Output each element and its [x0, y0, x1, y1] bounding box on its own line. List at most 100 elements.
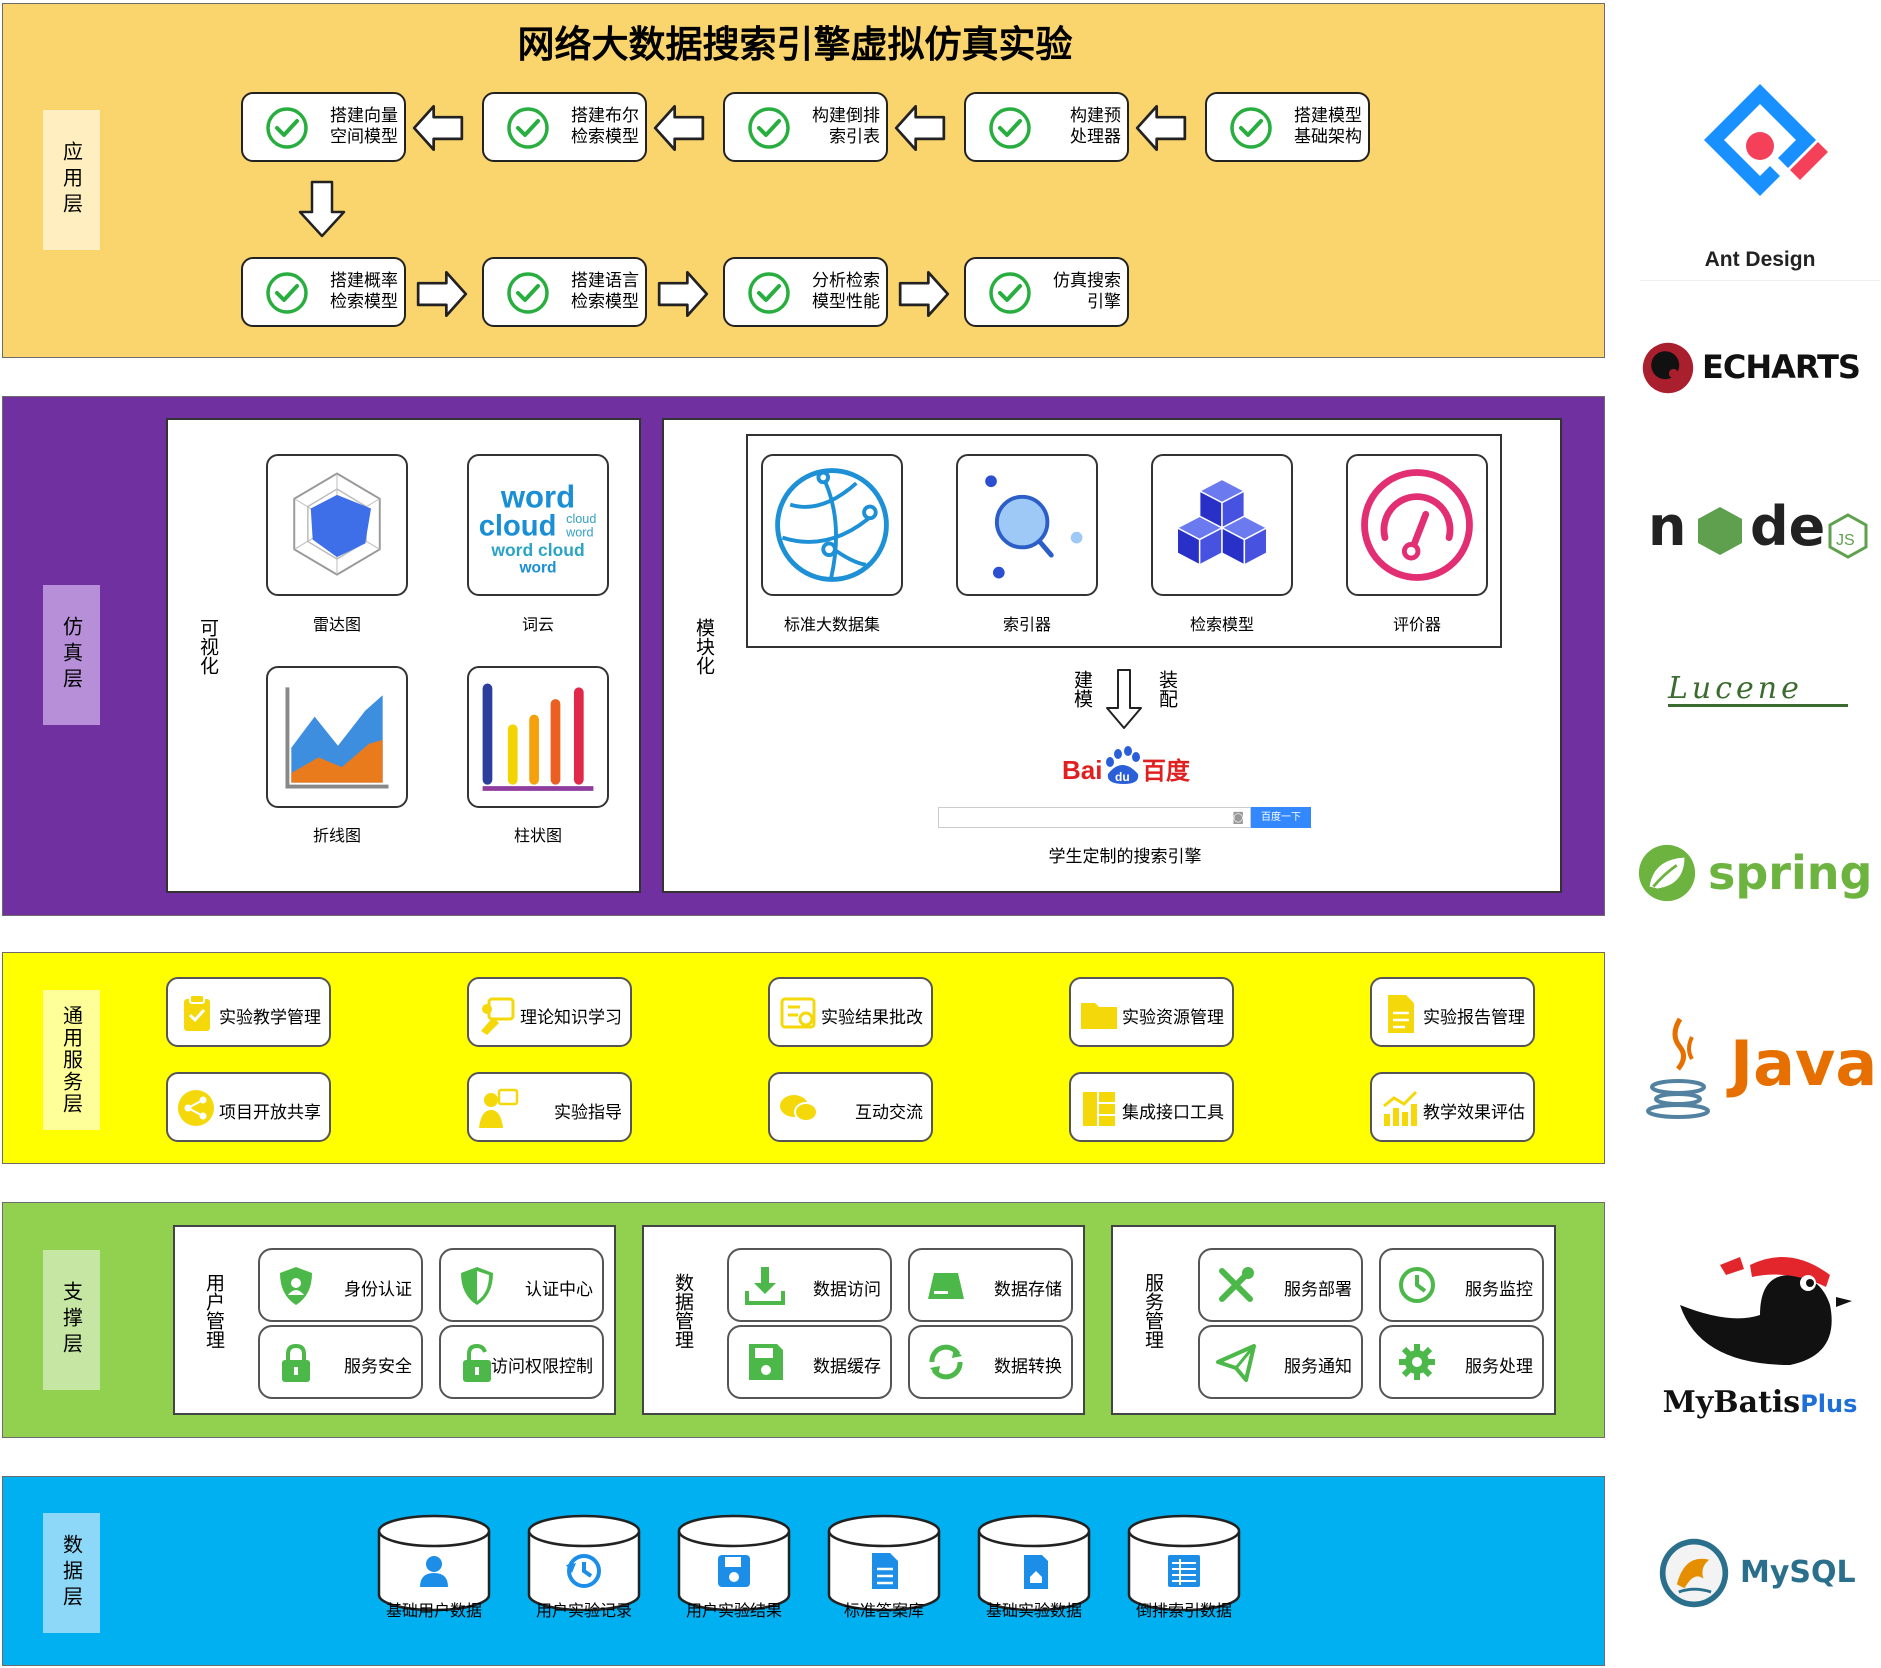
search-button[interactable]: 百度一下	[1251, 807, 1311, 828]
support-item-0[interactable]: 身份认证	[258, 1248, 423, 1322]
svg-text:word: word	[565, 526, 593, 540]
left-arrow-icon	[894, 104, 946, 152]
camera-icon[interactable]: ◙	[1232, 810, 1244, 824]
service-8[interactable]: 集成接口工具	[1069, 1072, 1234, 1142]
service-1[interactable]: 理论知识学习	[467, 977, 632, 1047]
support-item-2[interactable]: 服务安全	[258, 1325, 423, 1399]
support-item-10[interactable]: 服务通知	[1198, 1325, 1363, 1399]
support-item-5[interactable]: 数据存储	[908, 1248, 1073, 1322]
check-circle-icon	[507, 107, 549, 149]
home-doc-icon	[1024, 1555, 1048, 1589]
step-label: 分析检索 模型性能	[812, 271, 880, 312]
support-item-4[interactable]: 数据访问	[727, 1248, 892, 1322]
support-item-6[interactable]: 数据缓存	[727, 1325, 892, 1399]
nodejs-logo: n de JS	[1648, 485, 1878, 565]
database-3[interactable]: 标准答案库	[826, 1513, 942, 1623]
check-circle-icon	[748, 272, 790, 314]
service-9[interactable]: 教学效果评估	[1370, 1072, 1535, 1142]
support-item-3[interactable]: 访问权限控制	[439, 1325, 604, 1399]
lock-icon	[282, 1343, 310, 1382]
svg-text:du: du	[1115, 770, 1130, 784]
service-5[interactable]: 项目开放共享	[166, 1072, 331, 1142]
search-input[interactable]: ◙	[938, 807, 1251, 828]
word-cloud-tile[interactable]: word cloud cloud word word cloud word	[467, 454, 609, 596]
support-item-7[interactable]: 数据转换	[908, 1325, 1073, 1399]
step-label: 搭建模型 基础架构	[1294, 106, 1362, 147]
magnifier-icon	[985, 475, 1083, 579]
database-0[interactable]: 基础用户数据	[376, 1513, 492, 1623]
step-r1-4[interactable]: 搭建模型 基础架构	[1205, 92, 1370, 162]
support-item-8[interactable]: 服务部署	[1198, 1248, 1363, 1322]
step-r1-2[interactable]: 构建倒排 索引表	[723, 92, 888, 162]
sync-icon	[929, 1344, 963, 1380]
indexer-tile[interactable]	[956, 454, 1098, 596]
service-3[interactable]: 实验资源管理	[1069, 977, 1234, 1047]
service-4[interactable]: 实验报告管理	[1370, 977, 1535, 1047]
svg-text:word: word	[500, 480, 575, 515]
database-4[interactable]: 基础实验数据	[976, 1513, 1092, 1623]
step-label: 搭建语言 检索模型	[571, 271, 639, 312]
retrieval-model-label: 检索模型	[1189, 615, 1254, 634]
service-2[interactable]: 实验结果批改	[768, 977, 933, 1047]
svg-text:word: word	[518, 560, 556, 577]
service-0[interactable]: 实验教学管理	[166, 977, 331, 1047]
radar-chart-tile[interactable]	[266, 454, 408, 596]
retrieval-model-tile[interactable]	[1151, 454, 1293, 596]
step-r2-1[interactable]: 搭建语言 检索模型	[482, 257, 647, 327]
database-label: 倒排索引数据	[1135, 1601, 1232, 1620]
bar-chart-tile[interactable]	[467, 666, 609, 808]
step-label: 构建倒排 索引表	[812, 106, 880, 147]
service-7[interactable]: 互动交流	[768, 1072, 933, 1142]
svg-text:word cloud: word cloud	[490, 540, 584, 560]
chat-icon	[780, 1095, 818, 1122]
baidu-logo: Bai du 百度	[1062, 744, 1192, 788]
support-item-label: 认证中心	[525, 1280, 593, 1300]
step-r1-0[interactable]: 搭建向量 空间模型	[241, 92, 406, 162]
chart-growth-icon	[1383, 1090, 1418, 1126]
antd-icon	[1704, 84, 1828, 196]
check-circle-icon	[266, 107, 308, 149]
left-arrow-icon	[412, 104, 464, 152]
dataset-tile[interactable]	[761, 454, 903, 596]
step-label: 搭建向量 空间模型	[330, 106, 398, 147]
gauge-icon	[1361, 469, 1473, 581]
build-label: 建模	[1071, 670, 1093, 708]
step-r2-0[interactable]: 搭建概率 检索模型	[241, 257, 406, 327]
guide-icon	[479, 1088, 519, 1128]
support-item-1[interactable]: 认证中心	[439, 1248, 604, 1322]
step-label: 搭建概率 检索模型	[330, 271, 398, 312]
echarts-logo: ECHARTS	[1640, 338, 1880, 398]
step-r1-3[interactable]: 构建预 处理器	[964, 92, 1129, 162]
support-item-11[interactable]: 服务处理	[1379, 1325, 1544, 1399]
storage-icon	[928, 1273, 964, 1299]
evaluator-tile[interactable]	[1346, 454, 1488, 596]
shield-check-icon	[461, 1267, 493, 1305]
service-label: 项目开放共享	[219, 1103, 321, 1123]
echarts-label: ECHARTS	[1702, 348, 1861, 386]
database-1[interactable]: 用户实验记录	[526, 1513, 642, 1623]
check-circle-icon	[507, 272, 549, 314]
line-chart-tile[interactable]	[266, 666, 408, 808]
svg-text:de: de	[1750, 495, 1825, 558]
step-r1-1[interactable]: 搭建布尔 检索模型	[482, 92, 647, 162]
save-icon	[718, 1555, 750, 1587]
database-5[interactable]: 倒排索引数据	[1126, 1513, 1242, 1623]
index-table-icon	[1168, 1555, 1200, 1587]
database-2[interactable]: 用户实验结果	[676, 1513, 792, 1623]
module-label: 模块化	[693, 618, 715, 675]
svg-text:cloud: cloud	[566, 512, 596, 526]
step-r2-2[interactable]: 分析检索 模型性能	[723, 257, 888, 327]
java-label: Java	[1730, 1027, 1878, 1100]
step-label: 仿真搜索 引擎	[1053, 271, 1121, 312]
step-r2-3[interactable]: 仿真搜索 引擎	[964, 257, 1129, 327]
service-6[interactable]: 实验指导	[467, 1072, 632, 1142]
floppy-icon	[749, 1344, 783, 1380]
review-icon	[780, 997, 816, 1029]
gear-icon	[1399, 1344, 1435, 1380]
support-item-9[interactable]: 服务监控	[1379, 1248, 1544, 1322]
radar-chart-icon	[293, 472, 381, 576]
check-circle-icon	[1230, 107, 1272, 149]
svg-text:百度: 百度	[1142, 757, 1191, 785]
svg-text:JS: JS	[1836, 532, 1855, 549]
assemble-label: 装配	[1156, 670, 1178, 708]
